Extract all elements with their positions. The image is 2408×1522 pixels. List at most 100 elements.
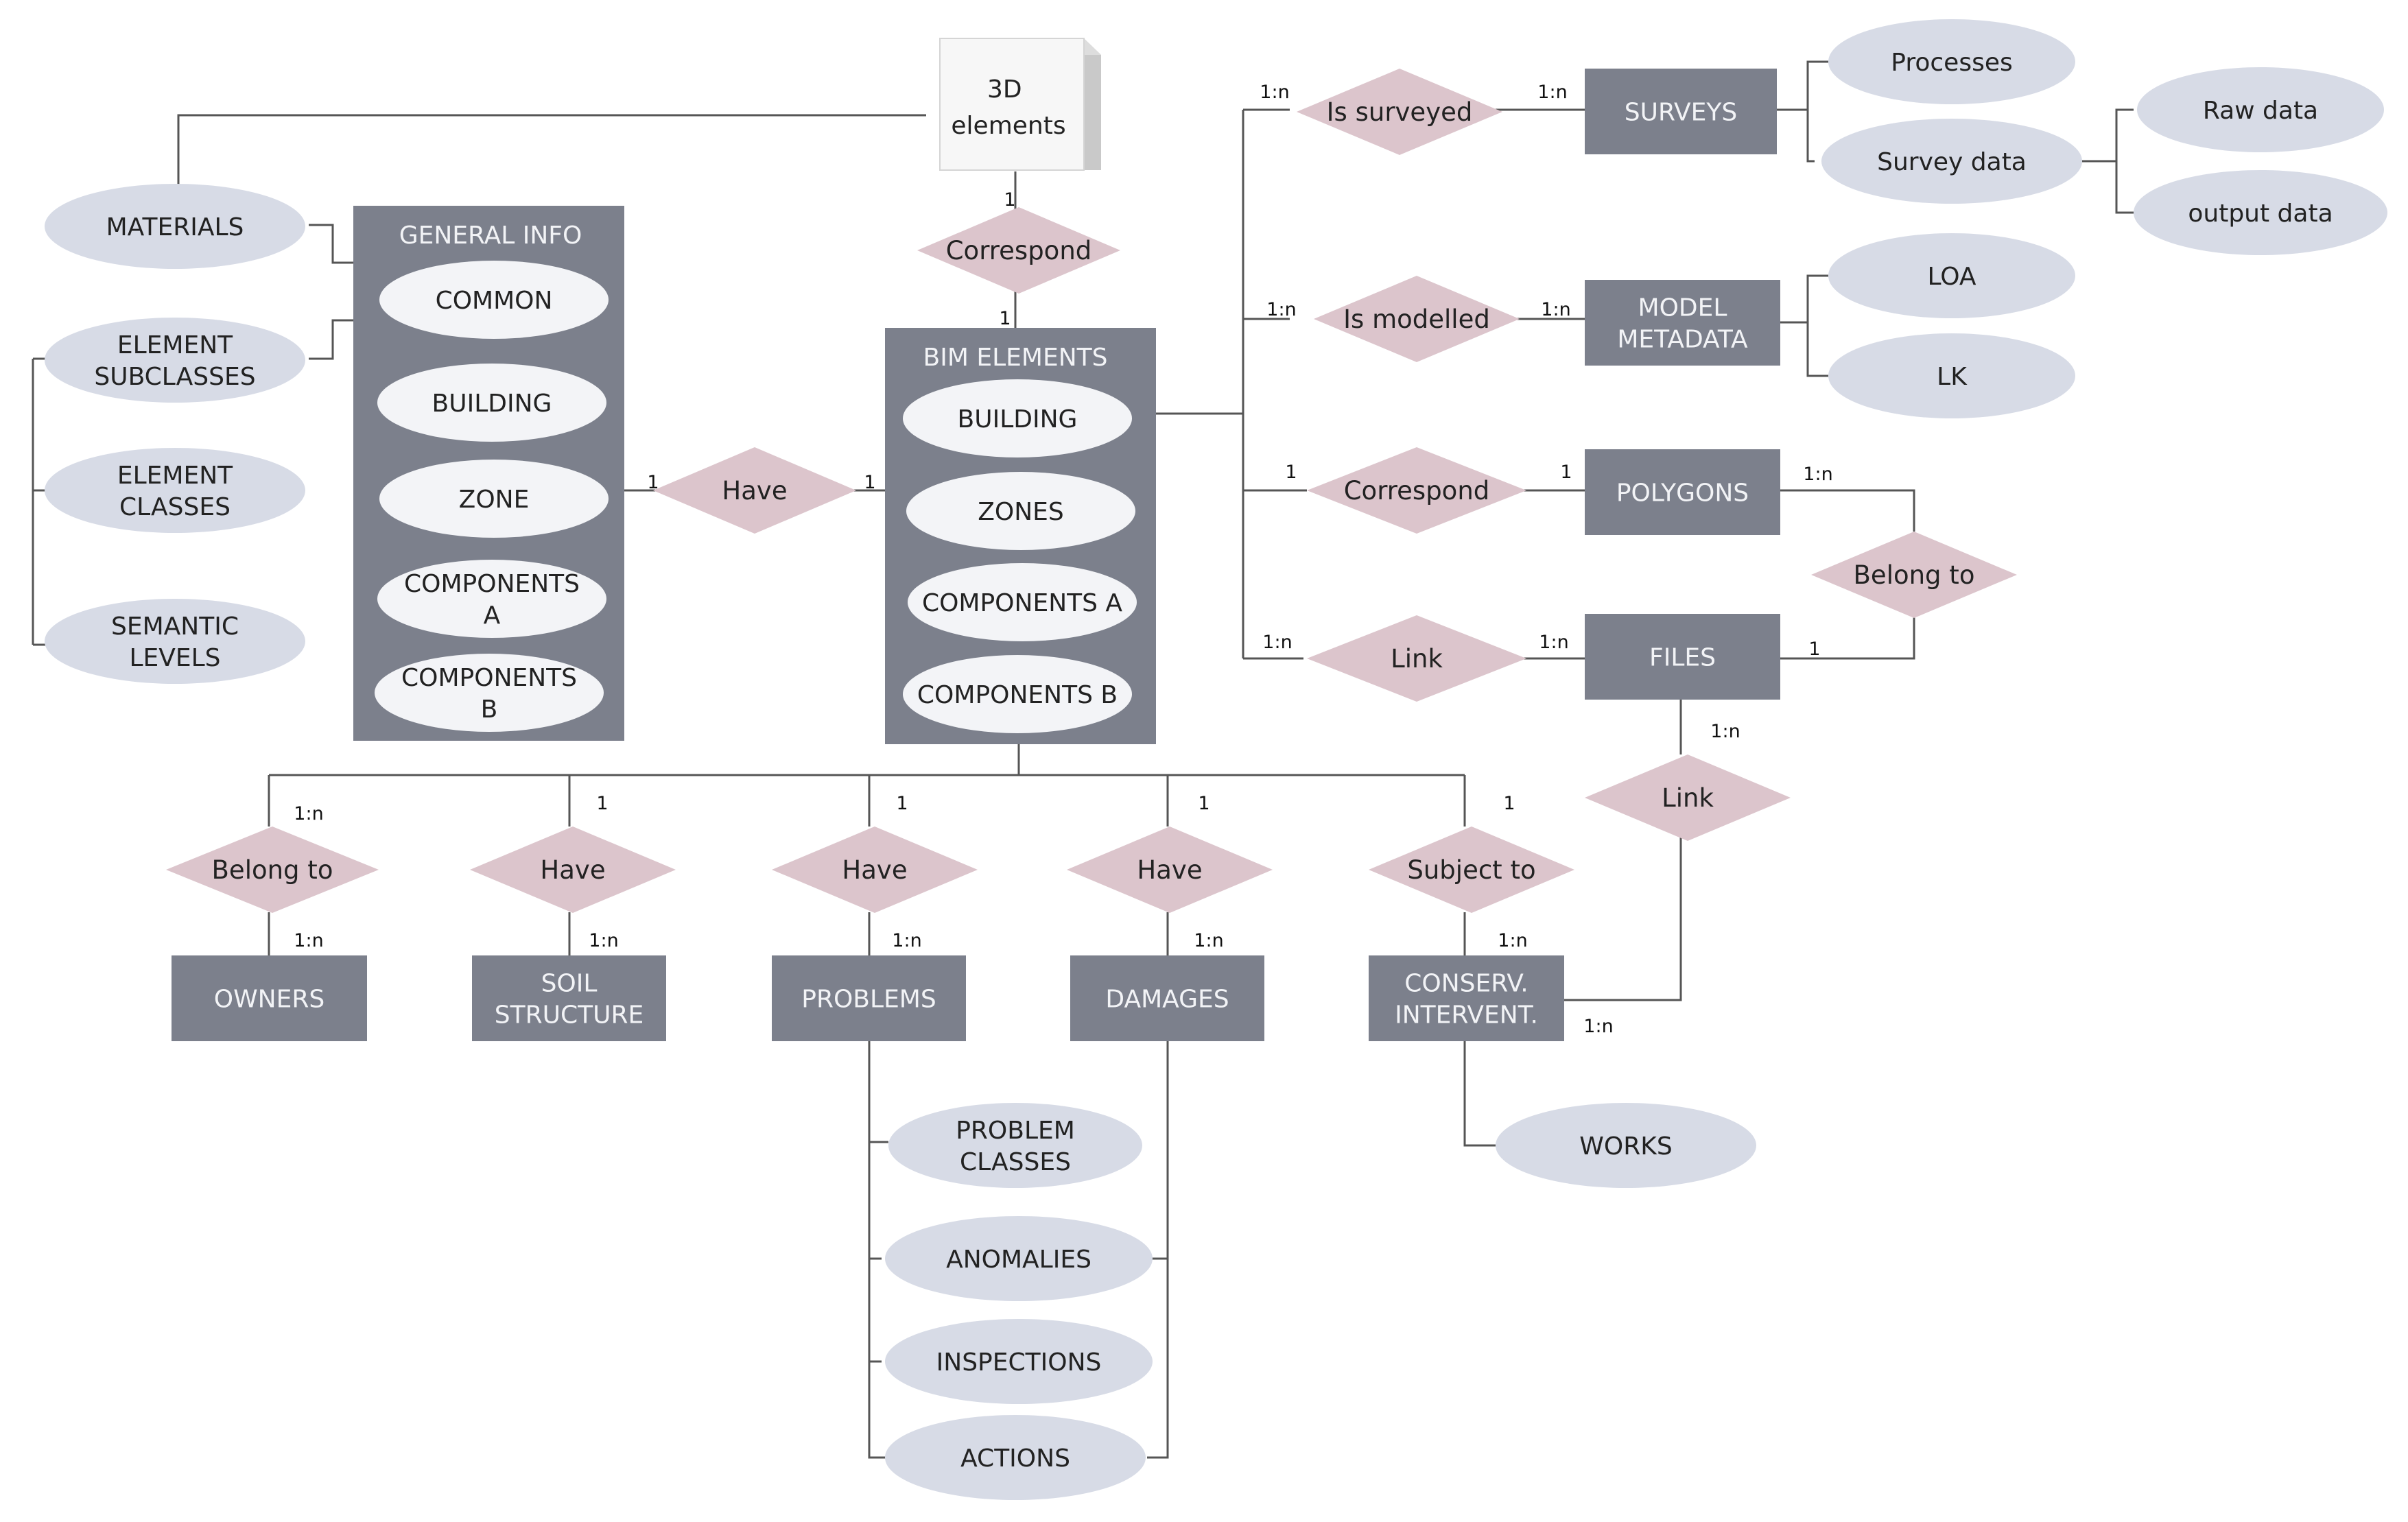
relationship-label: Have [722, 476, 787, 506]
cardinality-surv-a: 1:n [1260, 82, 1289, 103]
attribute-label: output data [2188, 200, 2333, 228]
bim-elements-item-label: ZONES [978, 498, 1064, 526]
relationship-label: Have [1137, 855, 1202, 885]
attribute-label: MATERIALS [106, 213, 244, 241]
relationship-have-general[interactable]: Have [653, 447, 856, 534]
cardinality-mod-b: 1:n [1541, 299, 1570, 320]
cardinality-soil-b: 1:n [589, 930, 618, 951]
attribute-label: ACTIONS [960, 1444, 1070, 1473]
bim-elements-item[interactable]: ZONES [906, 472, 1135, 550]
cardinality-c3d: 1 [1004, 189, 1015, 211]
3d-elements-cube[interactable]: 3D elements [939, 38, 1101, 171]
relationship-have-damages[interactable]: Have [1067, 827, 1273, 913]
attribute-label: Processes [1891, 49, 2012, 77]
cardinality-labels: 1 1 1 1 1:n 1:n 1:n 1:n 1 1 1:n 1:n 1:n 1 1:n 1:n 1:n 1:n… [294, 82, 1832, 1037]
entity-conserv-intervent[interactable]: CONSERV.INTERVENT. [1369, 955, 1564, 1041]
cardinality-poly-a: 1 [1285, 462, 1297, 483]
relationship-label: Belong to [212, 855, 333, 885]
bim-elements-item[interactable]: COMPONENTS A [908, 563, 1137, 641]
cardinality-prob-b: 1:n [892, 930, 921, 951]
attribute-loa[interactable]: LOA [1828, 233, 2075, 318]
relationship-label: Have [842, 855, 907, 885]
attribute-inspections[interactable]: INSPECTIONS [885, 1319, 1153, 1404]
attribute-output-data[interactable]: output data [2134, 170, 2387, 255]
attribute-survey-data[interactable]: Survey data [1821, 119, 2082, 204]
cardinality-cgi: 1 [647, 472, 659, 493]
entity-problems[interactable]: PROBLEMS [772, 955, 966, 1041]
attribute-lk[interactable]: LK [1828, 333, 2075, 418]
relationship-link-files[interactable]: Link [1307, 615, 1526, 702]
entity-surveys[interactable]: SURVEYS [1585, 69, 1777, 154]
general-info-item[interactable]: ZONE [379, 460, 609, 538]
entity-label: CONSERV.INTERVENT. [1395, 970, 1538, 1030]
entity-owners[interactable]: OWNERS [172, 955, 367, 1041]
attribute-anomalies[interactable]: ANOMALIES [885, 1216, 1153, 1301]
entity-label: POLYGONS [1616, 479, 1749, 508]
relationship-label: Link [1662, 783, 1714, 813]
cardinality-dam-b: 1:n [1194, 930, 1223, 951]
general-info-item[interactable]: COMMON [379, 261, 609, 339]
attribute-materials[interactable]: MATERIALS [45, 184, 305, 269]
entity-polygons[interactable]: POLYGONS [1585, 449, 1780, 535]
relationship-label: Is surveyed [1327, 97, 1473, 127]
relationship-have-problems[interactable]: Have [772, 827, 978, 913]
relationship-label: Subject to [1407, 855, 1535, 885]
cardinality-mod-a: 1:n [1266, 299, 1296, 320]
attribute-label: INSPECTIONS [936, 1348, 1102, 1377]
attribute-works[interactable]: WORKS [1496, 1103, 1756, 1188]
cardinality-cbim-top: 1 [999, 308, 1011, 329]
cardinality-lk-cons: 1:n [1583, 1016, 1613, 1037]
entity-label: OWNERS [214, 986, 324, 1014]
relationship-belong-to-owners[interactable]: Belong to [166, 827, 379, 913]
entity-label: DAMAGES [1105, 986, 1229, 1014]
cardinality-prob-a: 1 [896, 793, 908, 814]
attribute-label: Raw data [2203, 97, 2318, 125]
cardinality-bel-file: 1 [1808, 639, 1820, 660]
general-info-item-label: COMMON [436, 287, 553, 315]
relationship-correspond-polygons[interactable]: Correspond [1307, 447, 1526, 534]
cardinality-cons-a: 1 [1503, 793, 1515, 814]
cardinality-file-b: 1:n [1539, 632, 1568, 653]
relationship-subject-to[interactable]: Subject to [1369, 827, 1574, 913]
relationship-belong-to-polygons[interactable]: Belong to [1811, 532, 2017, 618]
general-info-title: GENERAL INFO [399, 222, 582, 250]
cardinality-bel-poly: 1:n [1803, 464, 1832, 485]
cardinality-own-b: 1:n [294, 930, 323, 951]
relationship-link-conserv[interactable]: Link [1585, 754, 1791, 841]
bim-elements-items: BUILDING ZONES COMPONENTS A COMPONENTS B [903, 379, 1137, 733]
cardinality-cbim-left: 1 [864, 472, 875, 493]
relationship-is-surveyed[interactable]: Is surveyed [1297, 69, 1502, 155]
relationship-have-soil[interactable]: Have [470, 827, 676, 913]
3d-elements-label: 3D elements [951, 75, 1065, 140]
attribute-processes[interactable]: Processes [1828, 19, 2075, 104]
entity-damages[interactable]: DAMAGES [1070, 955, 1264, 1041]
bim-elements-item-label: COMPONENTS A [922, 589, 1122, 617]
relationship-label: Correspond [1344, 476, 1490, 506]
entity-files[interactable]: FILES [1585, 614, 1780, 700]
attribute-label: ANOMALIES [946, 1246, 1091, 1274]
bim-elements-item[interactable]: BUILDING [903, 379, 1132, 457]
attribute-actions[interactable]: ACTIONS [885, 1415, 1146, 1500]
relationship-is-modelled[interactable]: Is modelled [1314, 276, 1520, 362]
attribute-raw-data[interactable]: Raw data [2137, 67, 2384, 152]
cardinality-cons-b: 1:n [1498, 930, 1527, 951]
relationship-label: Link [1391, 644, 1443, 674]
bim-elements-item[interactable]: COMPONENTS B [903, 655, 1132, 733]
general-info-item[interactable]: BUILDING [377, 364, 606, 442]
relationship-correspond-top[interactable]: Correspond [917, 207, 1120, 294]
